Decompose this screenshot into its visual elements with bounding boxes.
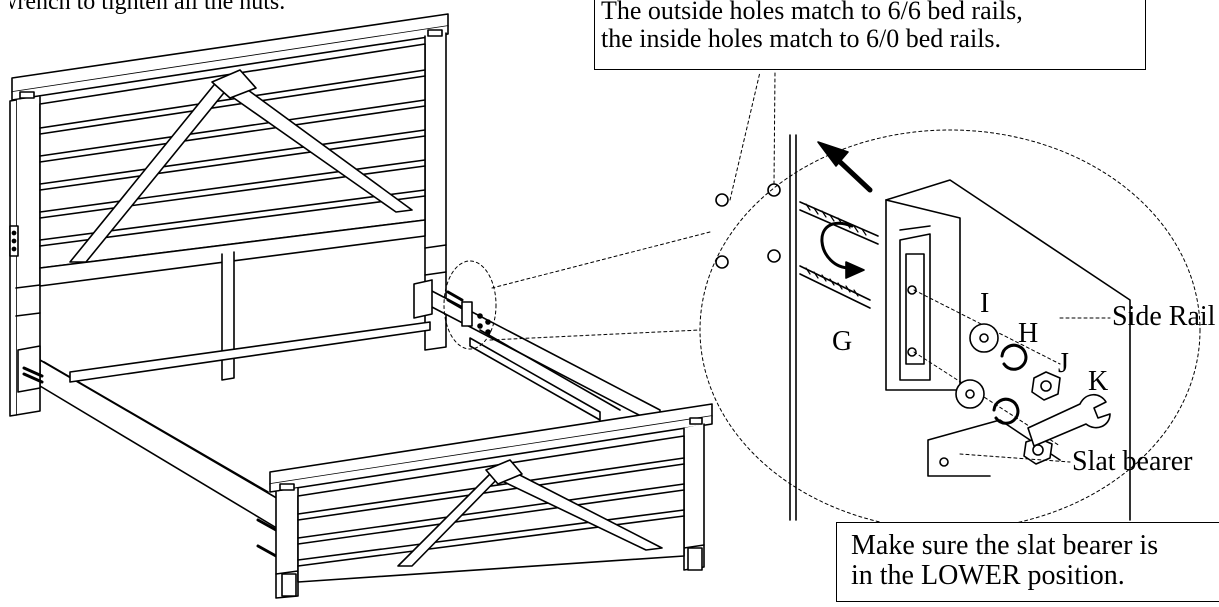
right-side-rail — [413, 279, 661, 427]
headboard — [9, 13, 449, 417]
part-i-label: I — [980, 288, 990, 319]
footboard — [269, 403, 713, 599]
hole-match-callout: The outside holes match to 6/6 bed rails… — [594, 0, 1146, 70]
callout-bottom-line-2: in the LOWER position. — [851, 560, 1125, 592]
bolt-g — [799, 201, 879, 309]
slat-bearer-callout: Make sure the slat bearer is in the LOWE… — [836, 522, 1219, 602]
detail-zoom-content — [715, 71, 1131, 521]
wrench-k — [1027, 393, 1111, 447]
lock-washer-h — [1000, 343, 1028, 371]
part-g-label: G — [832, 326, 853, 357]
instruction-fragment: wrench to tighten all the nuts. — [0, 0, 286, 15]
left-side-rail — [17, 345, 281, 558]
part-k-label: K — [1088, 366, 1109, 397]
detail-source-circle — [443, 260, 497, 350]
callout-bottom-line-1: Make sure the slat bearer is — [851, 530, 1159, 561]
washer-i — [969, 323, 999, 353]
nut-j — [1031, 371, 1061, 401]
part-j-label: J — [1058, 348, 1069, 379]
callout-top-line-2: the inside holes match to 6/0 bed rails. — [601, 24, 1002, 54]
side-rail-label: Side Rail — [1112, 301, 1216, 332]
center-rail — [69, 321, 431, 383]
slat-bearer-label: Slat bearer — [1072, 446, 1193, 477]
part-h-label: H — [1018, 318, 1039, 349]
callout-top-line-1: The outside holes match to 6/6 bed rails… — [601, 0, 1023, 25]
